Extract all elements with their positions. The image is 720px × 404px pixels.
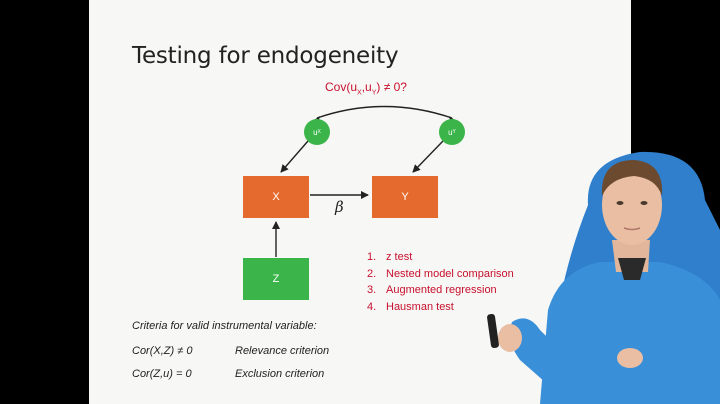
- node-uy-sub: Y: [452, 129, 456, 135]
- beta-label: β: [335, 198, 344, 216]
- node-uy-base: u: [448, 127, 453, 137]
- cov-suffix: ) ≠ 0?: [376, 80, 407, 94]
- criteria-formula: Cor(X,Z) ≠ 0: [132, 345, 193, 357]
- cov-prefix: Cov(u: [325, 80, 358, 94]
- test-item-1: 1.z test: [367, 251, 413, 263]
- node-y: Y: [372, 176, 438, 218]
- covariance-question: Cov(uX,uY) ≠ 0?: [325, 80, 407, 96]
- criteria-row: Cor(X,Z) ≠ 0 Relevance criterion: [132, 345, 329, 357]
- tests-list: 1.z test 2.Nested model comparison 3.Aug…: [367, 249, 514, 315]
- criteria-row: Cor(Z,u) = 0 Exclusion criterion: [132, 368, 324, 380]
- presentation-slide: Testing for endogeneity Cov(uX,uY) ≠ 0?: [89, 0, 631, 404]
- cov-mid: ,u: [361, 80, 372, 94]
- covariance-curve: [316, 105, 453, 119]
- node-z: Z: [243, 258, 309, 300]
- criteria-formula: Cor(Z,u) = 0: [132, 368, 192, 380]
- arrow-ux-to-x: [280, 140, 309, 173]
- test-item-4: 4.Hausman test: [367, 300, 454, 313]
- node-x: X: [243, 176, 309, 218]
- test-item-3: 3.Augmented regression: [367, 284, 497, 296]
- cov-sub-y: Y: [371, 89, 377, 97]
- node-ux-sub: X: [317, 129, 321, 135]
- cov-sub-x: X: [357, 89, 362, 97]
- arrow-uy-to-y: [412, 140, 444, 173]
- slide-title: Testing for endogeneity: [132, 43, 399, 69]
- presenter-eye-right: [640, 201, 648, 205]
- criteria-heading: Criteria for valid instrumental variable…: [132, 320, 317, 332]
- criteria-label: Relevance criterion: [235, 345, 330, 357]
- test-item-2: 2.Nested model comparison: [367, 267, 514, 280]
- criteria-label: Exclusion criterion: [235, 368, 325, 380]
- node-ux-base: u: [313, 127, 318, 137]
